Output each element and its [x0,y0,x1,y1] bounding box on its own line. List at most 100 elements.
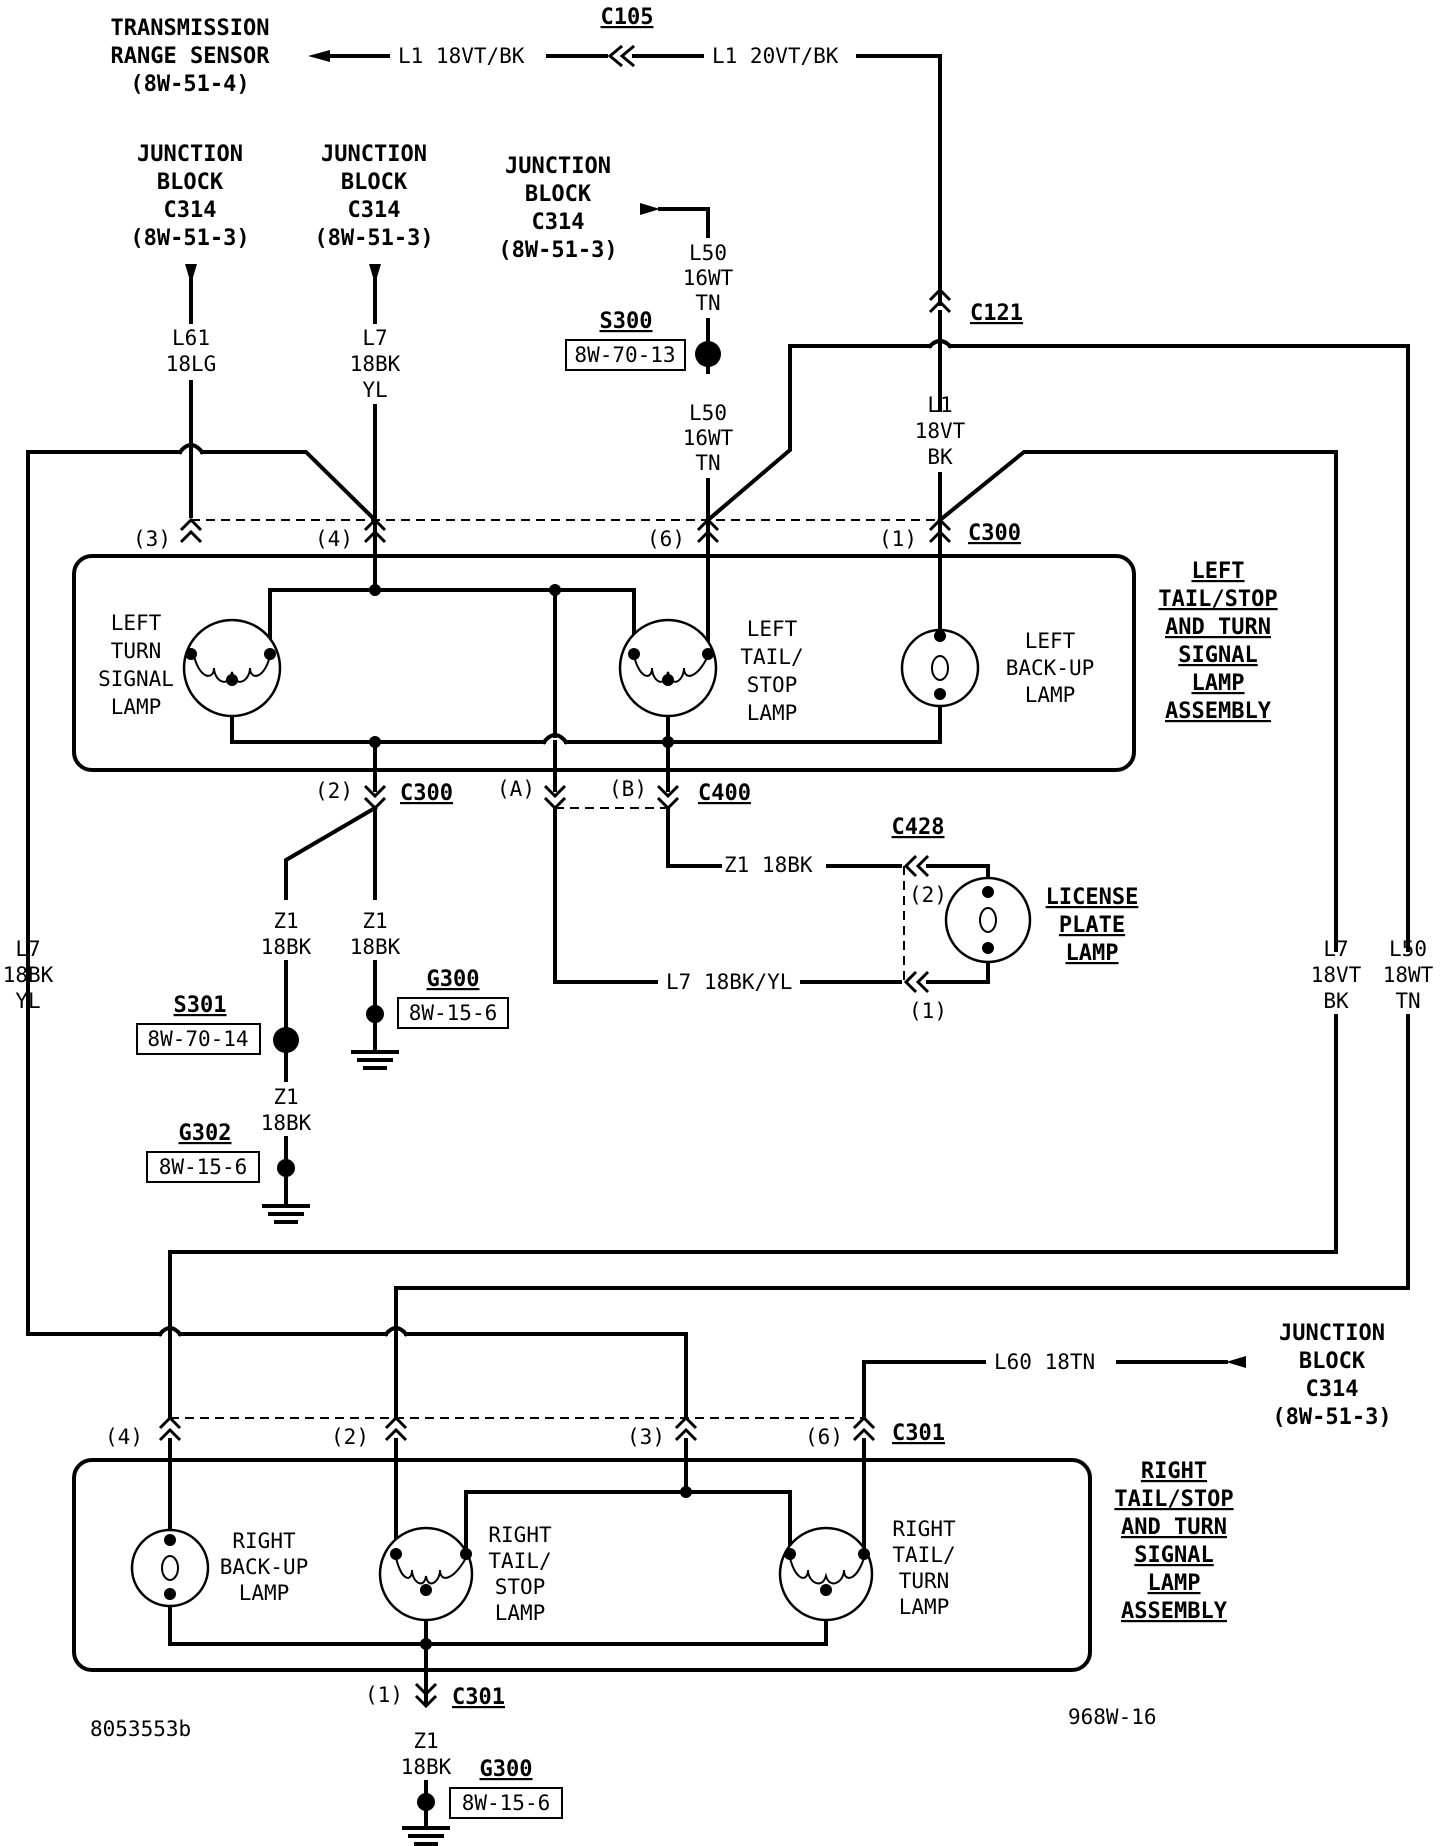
right-internal-bus-top [464,1490,792,1554]
junction-block-2-label: JUNCTION BLOCK C314 (8W-51-3) [314,142,433,251]
c428-label: C428 [892,815,945,840]
svg-text:(2): (2) [909,883,947,907]
svg-text:ASSEMBLY: ASSEMBLY [1121,1599,1228,1624]
left-turn-filament-icon [193,655,271,683]
left-tail-filament-icon [633,655,709,683]
right-tail-terminal-c [420,1584,432,1596]
svg-text:YL: YL [362,378,387,402]
left-turn-terminal-a [185,648,197,660]
right-assembly-title: RIGHT TAIL/STOP AND TURN SIGNAL LAMP ASS… [1114,1459,1233,1624]
svg-text:LAMP: LAMP [1066,941,1119,966]
svg-text:(8W-51-3): (8W-51-3) [314,226,433,251]
license-lamp-bulb-icon [944,876,1032,964]
svg-text:Z1: Z1 [273,909,298,933]
wire-z1-to-s301 [284,805,378,900]
svg-text:18VT: 18VT [1311,963,1362,987]
g302-ground-icon [262,1204,310,1224]
svg-text:TRANSMISSION: TRANSMISSION [111,16,270,41]
svg-text:TAIL/STOP: TAIL/STOP [1158,587,1277,612]
l50-arrow-icon [640,203,660,215]
c300-pin4: (4) [315,517,387,551]
svg-text:JUNCTION: JUNCTION [137,142,243,167]
pin4-connector-icon [363,517,387,544]
wire-l7-right-run [937,450,1338,952]
svg-text:(1): (1) [879,527,917,551]
c428-pin2-connector-icon [903,854,930,878]
svg-text:SIGNAL: SIGNAL [1134,1543,1213,1568]
junction-block-1-label: JUNCTION BLOCK C314 (8W-51-3) [130,142,249,251]
svg-text:RIGHT: RIGHT [892,1517,956,1541]
svg-text:L7: L7 [1323,937,1348,961]
svg-text:(1): (1) [365,1683,403,1707]
wire-label-l7-18bkyl: L7 18BK/YL [666,970,792,994]
pin6-connector-icon [696,517,720,544]
left-backup-terminal-b [934,688,946,700]
svg-text:ASSEMBLY: ASSEMBLY [1165,699,1272,724]
g300-ground-icon [351,1050,399,1070]
svg-text:LAMP: LAMP [1025,683,1076,707]
svg-text:JUNCTION: JUNCTION [1279,1321,1385,1346]
svg-text:TN: TN [695,451,720,475]
svg-text:L50: L50 [1389,937,1427,961]
right-backup-terminal-a [164,1534,176,1546]
svg-text:8W-15-6: 8W-15-6 [159,1155,248,1179]
svg-text:18LG: 18LG [166,352,217,376]
wire-l50-top [658,207,710,238]
wire-label-l60: L60 18TN [994,1350,1095,1374]
right-turn-filament-icon [789,1557,865,1585]
right-tail-turn-lamp: RIGHT TAIL/ TURN LAMP [778,1517,956,1622]
svg-text:LICENSE: LICENSE [1046,885,1139,910]
svg-text:BLOCK: BLOCK [525,182,592,207]
svg-text:YL: YL [15,989,40,1013]
wire-z1-c428 [666,806,722,868]
svg-text:LAMP: LAMP [239,1581,290,1605]
c121-label: C121 [970,301,1023,326]
right-tail-filament-icon [395,1557,467,1585]
right-tail-terminal-a [390,1548,402,1560]
right-turn-terminal-b [858,1548,870,1560]
c300-bottom-label: C300 [400,781,453,806]
c301-pin2: (2) [331,1415,408,1449]
svg-text:TN: TN [1395,989,1420,1013]
left-turn-terminal-b [264,648,276,660]
svg-text:C314: C314 [164,198,217,223]
transmission-range-sensor-label: TRANSMISSION RANGE SENSOR (8W-51-4) [111,16,271,97]
left-tail-stop-lamp: LEFT TAIL/ STOP LAMP [618,617,804,725]
wire-l50-cross-left [705,344,932,523]
wire-l61-hop [177,443,205,455]
right-tail-stop-turn-assembly-box [72,1458,1092,1672]
pin3-connector-icon [179,517,203,544]
svg-text:8W-15-6: 8W-15-6 [409,1001,498,1025]
svg-text:(2): (2) [331,1425,369,1449]
svg-text:(B): (B) [609,777,647,801]
svg-text:Z1: Z1 [413,1729,438,1753]
c301-pin3: (3) [627,1415,698,1449]
svg-text:SIGNAL: SIGNAL [1178,643,1257,668]
wire-l50-right-run [948,344,1410,952]
svg-text:BACK-UP: BACK-UP [220,1555,309,1579]
svg-text:PLATE: PLATE [1059,913,1125,938]
c428-pin1-connector-icon [903,970,930,994]
left-turn-signal-lamp: LEFT TURN SIGNAL LAMP [98,611,282,719]
pin1-connector-icon [928,517,952,544]
c301-top-label: C301 [892,1421,945,1446]
license-terminal-b [982,942,994,954]
license-terminal-a [982,886,994,898]
svg-text:(1): (1) [909,999,947,1023]
svg-text:18BK: 18BK [3,963,54,987]
svg-text:(8W-51-3): (8W-51-3) [1272,1405,1391,1430]
svg-text:(8W-51-4): (8W-51-4) [130,72,249,97]
svg-text:LAMP: LAMP [1192,671,1245,696]
left-turn-terminal-c [226,674,238,686]
c300-pin1: (1) [879,517,952,551]
svg-text:TAIL/: TAIL/ [488,1549,551,1573]
wire-to-l7-node [200,450,378,523]
svg-text:TAIL/: TAIL/ [892,1543,955,1567]
svg-text:(4): (4) [315,527,353,551]
wire-l7-to-pin3 [404,1332,688,1418]
svg-text:L50: L50 [689,401,727,425]
svg-text:(4): (4) [105,1425,143,1449]
right-backup-filament-icon [161,1555,179,1581]
svg-text:LAMP: LAMP [495,1601,546,1625]
